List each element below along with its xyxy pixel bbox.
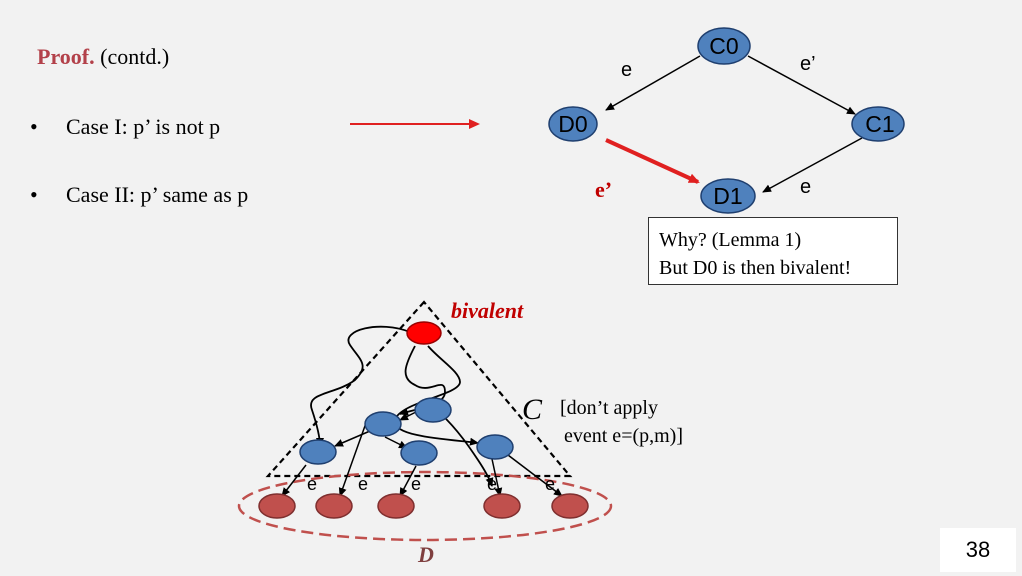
bullet-dot: • bbox=[30, 114, 38, 139]
case-1-text: Case I: p’ is not p bbox=[66, 114, 221, 139]
note-line-1: [don’t apply bbox=[560, 397, 658, 419]
node-c1-label: C1 bbox=[865, 111, 894, 137]
e-arrow-1 bbox=[281, 464, 307, 497]
edge-c0-d0-label: e bbox=[621, 59, 632, 81]
node-d0-label: D0 bbox=[558, 111, 587, 137]
c-label: C bbox=[522, 393, 543, 426]
bullet-dot: • bbox=[30, 182, 38, 207]
path-to-center bbox=[394, 345, 479, 446]
path-to-right bbox=[440, 413, 494, 487]
blue-node-upper bbox=[414, 397, 452, 423]
edge-d0-d1 bbox=[605, 138, 700, 184]
blue-node-right bbox=[476, 434, 514, 460]
d-set-ellipse bbox=[237, 470, 613, 542]
why-line-1: Why? (Lemma 1) bbox=[659, 229, 802, 251]
node-d1-label: D1 bbox=[713, 183, 742, 209]
d-node-4 bbox=[483, 493, 521, 519]
case-2: • Case II: p’ same as p bbox=[30, 182, 248, 208]
arrow-mid-left bbox=[334, 430, 371, 447]
e-arrow-2 bbox=[338, 422, 367, 497]
node-d0 bbox=[548, 106, 598, 142]
e-arrow-4 bbox=[491, 458, 503, 497]
node-c1 bbox=[851, 106, 905, 142]
case-1: • Case I: p’ is not p bbox=[30, 114, 220, 140]
e-label-2: e bbox=[358, 474, 368, 494]
blue-node-mid bbox=[364, 411, 402, 437]
d-node-5 bbox=[551, 493, 589, 519]
bivalent-node bbox=[406, 321, 442, 345]
heading-bold: Proof. bbox=[37, 44, 95, 69]
node-d1 bbox=[700, 178, 756, 214]
d-node-2 bbox=[315, 493, 353, 519]
path-to-left bbox=[310, 325, 411, 447]
e-arrow-3 bbox=[399, 465, 417, 497]
d-label: D bbox=[418, 542, 434, 567]
node-c0-label: C0 bbox=[709, 33, 738, 59]
why-box: Why? (Lemma 1) But D0 is then bivalent! bbox=[648, 217, 898, 285]
note-line-2: event e=(p,m)] bbox=[564, 425, 684, 447]
edge-c1-d1 bbox=[762, 137, 863, 193]
edge-c0-c1-label: e’ bbox=[800, 53, 816, 75]
node-c0 bbox=[697, 27, 751, 65]
edge-c1-d1-label: e bbox=[800, 176, 811, 198]
edge-d0-d1-label: e’ bbox=[595, 177, 612, 202]
e-label-5: e bbox=[545, 474, 555, 494]
config-triangle bbox=[265, 300, 573, 478]
e-label-3: e bbox=[411, 474, 421, 494]
d-node-1 bbox=[258, 493, 296, 519]
why-line-2: But D0 is then bivalent! bbox=[659, 257, 852, 279]
arrow-upper-mid bbox=[399, 411, 417, 421]
dont-apply-note: [don’t apply event e=(p,m)] bbox=[560, 394, 683, 450]
e-arrow-5 bbox=[507, 454, 563, 497]
bivalent-label: bivalent bbox=[451, 298, 524, 323]
e-label-4: e bbox=[487, 474, 497, 494]
case-2-text: Case II: p’ same as p bbox=[66, 182, 249, 207]
heading-rest: (contd.) bbox=[100, 44, 170, 69]
blue-node-left bbox=[299, 439, 337, 465]
page-number: 38 bbox=[940, 528, 1016, 572]
e-label-1: e bbox=[307, 474, 317, 494]
slide-heading: Proof. (contd.) bbox=[37, 44, 169, 70]
d-node-3 bbox=[377, 493, 415, 519]
blue-node-center bbox=[400, 440, 438, 466]
edge-c0-c1 bbox=[747, 55, 856, 115]
edge-c0-d0 bbox=[605, 55, 701, 111]
